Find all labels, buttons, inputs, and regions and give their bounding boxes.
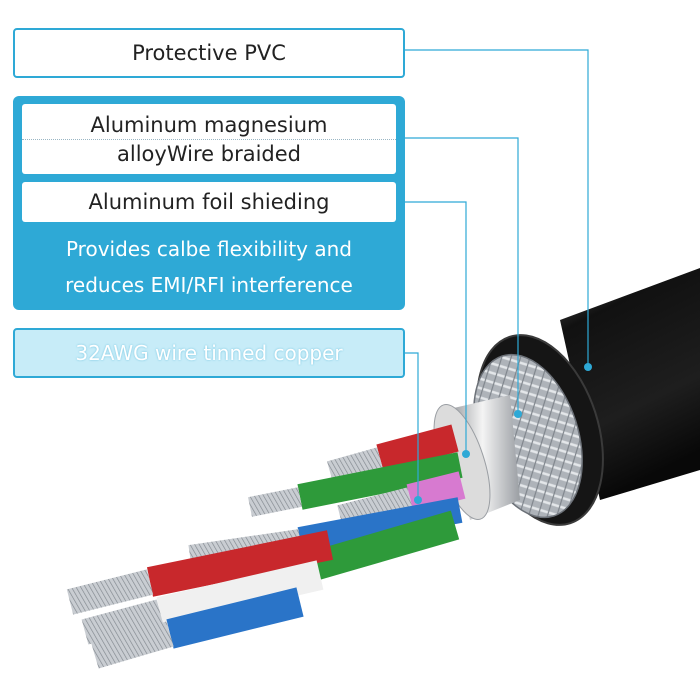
leader-dot-icon: [514, 410, 522, 418]
leader-line-foil: [396, 201, 467, 452]
label-copper: 32AWG wire tinned copper: [13, 328, 405, 378]
label-braid: Aluminum magnesium alloyWire braided: [22, 104, 396, 174]
label-braid-line1: Aluminum magnesium: [90, 112, 328, 137]
leader-line-braid: [396, 137, 519, 412]
leader-line-pvc: [405, 49, 589, 365]
shielding-description-line2: reduces EMI/RFI interference: [65, 273, 353, 297]
label-foil-text: Aluminum foil shieding: [88, 190, 330, 214]
leader-dots: [414, 363, 592, 504]
label-braid-divider: [22, 138, 396, 140]
inner-wires: [66, 424, 466, 669]
label-foil: Aluminum foil shieding: [22, 182, 396, 222]
shielding-description: Provides calbe flexibility and reduces E…: [22, 228, 396, 306]
label-protective-pvc-text: Protective PVC: [132, 41, 286, 65]
leader-line-copper: [405, 352, 419, 498]
leader-dot-icon: [584, 363, 592, 371]
leader-dot-icon: [414, 496, 422, 504]
label-copper-text: 32AWG wire tinned copper: [75, 341, 343, 365]
leader-dot-icon: [462, 450, 470, 458]
label-protective-pvc: Protective PVC: [13, 28, 405, 78]
leader-lines: [396, 49, 589, 498]
label-braid-line2: alloyWire braided: [117, 141, 301, 166]
shielding-description-line1: Provides calbe flexibility and: [65, 237, 353, 261]
